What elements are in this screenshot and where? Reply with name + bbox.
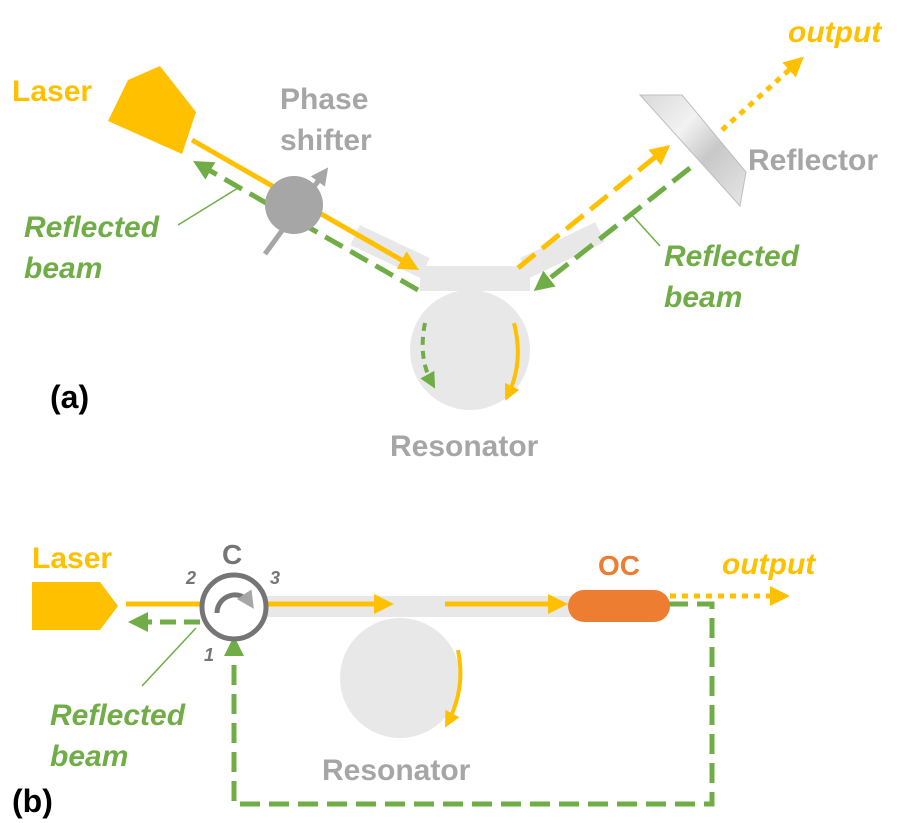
reflected-beam-from-reflector	[533, 166, 692, 291]
port-2-label: 2	[185, 568, 196, 588]
resonator-circulation-yellow	[504, 322, 520, 401]
laser-source-icon-b	[32, 582, 118, 630]
output-coupler-icon	[568, 590, 670, 622]
panel-a-label: (a)	[50, 379, 89, 415]
oc-label: OC	[598, 550, 640, 581]
output-label-a: output	[788, 16, 883, 49]
reflected-beam-label-right-1: Reflected	[664, 240, 800, 273]
port-3-label: 3	[270, 568, 280, 588]
panel-b-label: (b)	[12, 783, 53, 819]
phase-shifter-tuning-arrow	[262, 167, 329, 256]
waveguide-bus	[420, 266, 530, 291]
feedback-loop	[224, 601, 715, 807]
reflected-pointer-b	[141, 627, 197, 687]
resonator-label-b: Resonator	[322, 754, 471, 787]
waveguide-bus-b	[258, 596, 576, 617]
resonator-ring	[410, 290, 530, 410]
laser-beam-to-reflector	[516, 144, 671, 270]
reflected-beam-label-left-1: Reflected	[24, 211, 160, 244]
laser-label-b: Laser	[32, 542, 112, 575]
reflected-right-pointer	[631, 214, 661, 247]
resonator-ring-b	[340, 618, 460, 738]
resonator-label-a: Resonator	[390, 430, 539, 463]
reflected-left-pointer	[177, 187, 239, 226]
resonator-circulation-yellow-b	[445, 649, 463, 728]
waveguide-right-segment	[520, 222, 605, 278]
laser-label-a: Laser	[12, 75, 92, 108]
reflected-beam-label-right-2: beam	[664, 281, 742, 314]
reflected-beam-label-b-2: beam	[50, 740, 128, 773]
phase-shifter-label-line1: Phase	[280, 83, 368, 116]
resonator-circulation-green	[420, 322, 436, 389]
circulator-icon	[199, 572, 269, 642]
panel-a: Laser Phase shifter Reflector output Ref…	[12, 16, 883, 463]
reflector-mirror-icon	[638, 94, 747, 208]
output-label-b: output	[722, 548, 817, 581]
panel-b: Laser C 2 3 1 OC output Reflected beam R…	[12, 539, 817, 819]
phase-shifter-label-line2: shifter	[280, 124, 372, 157]
circulator-rotation-arrow	[214, 589, 254, 614]
reflected-beam-label-b-1: Reflected	[50, 699, 186, 732]
circulator-label: C	[222, 539, 242, 570]
laser-source-icon	[108, 66, 196, 154]
reflector-label: Reflector	[748, 144, 878, 177]
port-1-label: 1	[204, 645, 214, 665]
reflected-beam-label-left-2: beam	[24, 252, 102, 285]
output-beam	[720, 56, 804, 132]
